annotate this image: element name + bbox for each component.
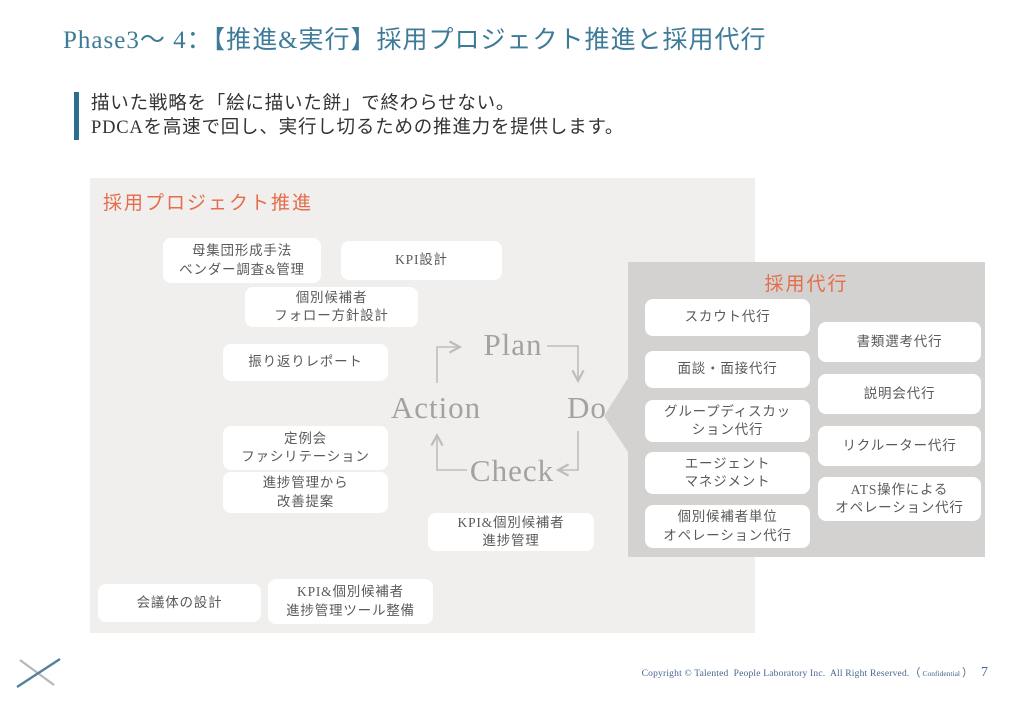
promotion-box: 進捗管理から 改善提案 (223, 472, 388, 513)
promotion-box: 個別候補者 フォロー方針設計 (245, 287, 418, 327)
copyright-text: Copyright © Talented People Laboratory I… (641, 669, 910, 679)
paren-open: （ (909, 667, 921, 679)
agency-box: 面談・面接代行 (645, 351, 810, 388)
agency-panel-heading: 採用代行 (764, 274, 849, 295)
subtitle-line-1: 描いた戦略を「絵に描いた餅」で終わらせない。 (91, 94, 516, 114)
company-logo-x-icon (16, 657, 61, 689)
subtitle-text: 描いた戦略を「絵に描いた餅」で終わらせない。 PDCAを高速で回し、実行し切るた… (91, 92, 624, 140)
page-number: 7 (981, 665, 988, 680)
agency-box: 書類選考代行 (818, 322, 981, 362)
pdca-check-label: Check (469, 453, 555, 488)
agency-panel: 採用代行 スカウト代行 面談・面接代行 グループディスカッ ション代行 エージェ… (628, 262, 985, 557)
agency-box: スカウト代行 (645, 299, 810, 336)
agency-box: ATS操作による オペレーション代行 (818, 477, 981, 521)
promotion-box: 会議体の設計 (98, 584, 261, 622)
promotion-box: KPI&個別候補者 進捗管理ツール整備 (268, 579, 433, 624)
accent-bar (74, 92, 79, 140)
page-title: Phase3～ 4：【推進&実行】採用プロジェクト推進と採用代行 (63, 27, 767, 54)
subtitle-block: 描いた戦略を「絵に描いた餅」で終わらせない。 PDCAを高速で回し、実行し切るた… (74, 92, 624, 140)
promotion-box: KPI&個別候補者 進捗管理 (428, 513, 594, 551)
promotion-box: 定例会 ファシリテーション (223, 426, 388, 470)
promotion-box: 振り返りレポート (223, 344, 388, 381)
agency-box: グループディスカッ ション代行 (645, 400, 810, 442)
agency-box: エージェント マネジメント (645, 452, 810, 494)
promotion-box: 母集団形成手法 ベンダー調査&管理 (163, 238, 321, 283)
pdca-action-label: Action (390, 390, 482, 425)
paren-close: ） (962, 667, 973, 679)
pdca-do-label: Do (567, 390, 607, 425)
agency-box: 説明会代行 (818, 374, 981, 414)
confidential-label: Confidential (922, 669, 961, 678)
subtitle-line-2: PDCAを高速で回し、実行し切るための推進力を提供します。 (91, 118, 625, 138)
footer: Copyright © Talented People Laboratory I… (642, 664, 988, 681)
agency-box: 個別候補者単位 オペレーション代行 (645, 505, 810, 548)
pdca-plan-label: Plan (483, 327, 543, 362)
agency-box: リクルーター代行 (818, 426, 981, 466)
promotion-panel-heading: 採用プロジェクト推進 (103, 193, 314, 214)
promotion-box: KPI設計 (341, 241, 502, 280)
